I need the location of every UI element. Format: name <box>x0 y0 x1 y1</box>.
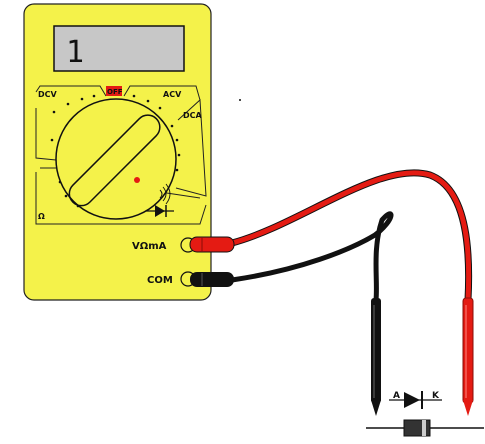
red-probe-handle <box>462 297 474 404</box>
diode-body <box>403 419 431 437</box>
rotary-selector-dial[interactable] <box>55 98 177 220</box>
range-dca-label: DCA <box>183 111 203 120</box>
cathode-label: K <box>432 391 440 401</box>
multimeter: 1 DCV OFF ACV DCA Ω <box>23 3 235 301</box>
off-label: OFF <box>107 88 123 96</box>
diode-cathode-band <box>422 420 426 436</box>
lcd-display <box>53 25 185 72</box>
black-probe-tip <box>371 400 381 416</box>
continuity-sound-icon <box>159 183 171 205</box>
red-test-lead <box>228 169 474 416</box>
range-dcv-label: DCV <box>38 90 58 99</box>
terminal-vohm-label: VΩmA <box>132 241 167 252</box>
terminal-com-label: COM <box>147 275 173 286</box>
black-plug <box>190 272 234 287</box>
lcd-reading: 1 <box>66 35 84 70</box>
range-ohm-label: Ω <box>38 212 45 221</box>
dial-indicator-dot <box>134 177 140 183</box>
red-probe-tip <box>463 400 473 416</box>
range-acv-label: ACV <box>163 90 182 99</box>
red-plug <box>189 236 235 253</box>
dial-pointer <box>68 114 161 207</box>
anode-label: A <box>393 391 400 401</box>
black-probe-handle <box>371 298 381 403</box>
stray-dot <box>239 99 241 101</box>
diode-range-icon <box>146 205 174 217</box>
diode-component: A K <box>366 391 484 437</box>
off-position[interactable] <box>106 86 122 96</box>
diode-symbol-icon <box>404 392 420 408</box>
black-test-lead <box>229 211 394 416</box>
